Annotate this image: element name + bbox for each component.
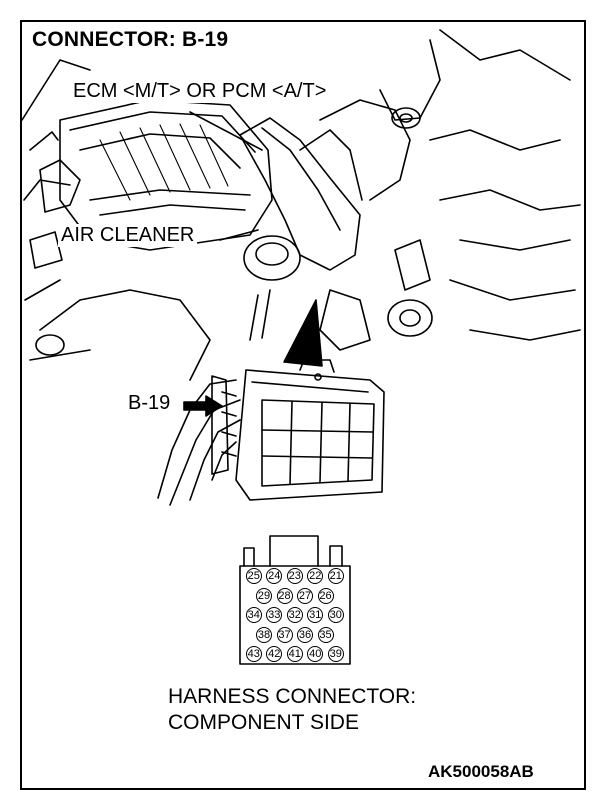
pin-27: 27 (297, 587, 313, 604)
pin-21: 21 (327, 568, 344, 584)
figure-code: AK500058AB (428, 762, 534, 781)
ecm-pcm-callout: ECM <M/T> OR PCM <A/T> (70, 80, 330, 103)
pin-29: 29 (256, 587, 272, 604)
pin-32: 32 (286, 607, 303, 623)
pin-25: 25 (245, 568, 262, 584)
air-cleaner-callout: AIR CLEANER (58, 224, 198, 247)
ecm-leader-line (189, 111, 263, 151)
ecm-connector-closeup (157, 359, 385, 506)
b19-arrow (183, 395, 223, 417)
pin-39: 39 (327, 646, 344, 662)
connector-id-callout: B-19 (128, 392, 171, 414)
diagram-title: CONNECTOR: B-19 (32, 28, 229, 51)
pin-30: 30 (327, 607, 344, 623)
pin-41: 41 (286, 646, 303, 662)
pin-28: 28 (276, 587, 293, 604)
pin-42: 42 (266, 646, 283, 662)
pin-38: 38 (256, 626, 272, 643)
pin-26: 26 (317, 587, 334, 604)
pin-34: 34 (245, 607, 262, 623)
harness-caption: HARNESS CONNECTOR: COMPONENT SIDE (168, 684, 416, 736)
air-cleaner-leader-line (219, 229, 259, 241)
harness-caption-line1: HARNESS CONNECTOR: (168, 685, 417, 708)
pin-24: 24 (266, 568, 283, 584)
pin-31: 31 (307, 607, 324, 623)
diagram-frame (20, 20, 586, 790)
pin-36: 36 (297, 626, 313, 643)
pin-33: 33 (266, 607, 283, 623)
pin-22: 22 (307, 568, 324, 584)
engine-bay-sketch (21, 29, 581, 381)
pin-37: 37 (276, 626, 293, 643)
pin-40: 40 (307, 646, 324, 662)
pin-43: 43 (245, 646, 262, 662)
pointer-wedge (283, 299, 323, 367)
pin-23: 23 (286, 568, 303, 584)
harness-caption-line2: COMPONENT SIDE (168, 711, 359, 734)
pin-35: 35 (317, 626, 334, 643)
